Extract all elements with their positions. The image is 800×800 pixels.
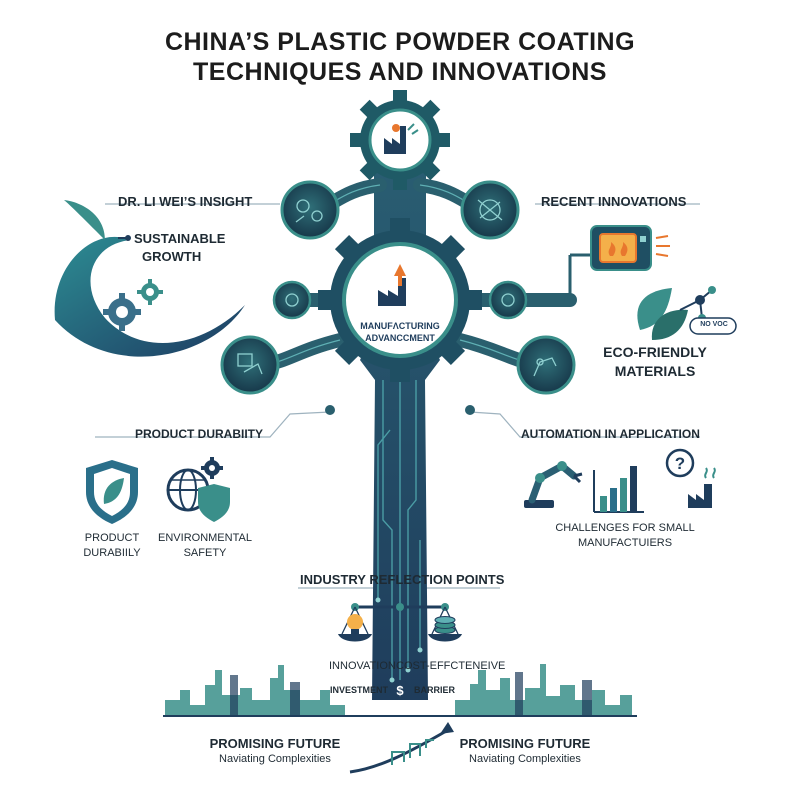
- eco-friendly-label: ECO-FRIENDLY MATERIALS: [590, 343, 720, 381]
- innovations-label: RECENT INNOVATIONS: [541, 194, 687, 209]
- eco-leaf-molecule-icon: [637, 286, 737, 340]
- dollar-coin-icon: [390, 680, 410, 700]
- sustainable-growth-wave-icon: [54, 200, 245, 357]
- challenges-caption-line-2: MANUFACTUIERS: [577, 537, 673, 549]
- node-circle-left-bottom: [220, 335, 280, 395]
- eco-friendly-line-1: ECO-FRIENDLY: [603, 344, 707, 360]
- footer-left: PROMISING FUTURE Naviating Complexities: [205, 736, 345, 765]
- label-lines: [95, 203, 700, 589]
- connector-node-icon: [564, 294, 576, 306]
- footer-left-title: PROMISING FUTURE: [209, 736, 341, 751]
- eco-friendly-line-2: MATERIALS: [614, 363, 696, 379]
- insight-label: DR. LI WEI’S INSIGHT: [118, 194, 253, 209]
- hub-label-line-1: MANUFΛCTURING: [360, 321, 440, 331]
- footer-right-subtitle: Naviating Complexities: [469, 753, 581, 765]
- node-circle-right-mid: [488, 280, 528, 320]
- robot-arm-icon: [524, 461, 583, 508]
- page-title-line-1: CHINA’S PLASTIC POWDER COATING: [164, 28, 636, 56]
- node-circle-left-top: [280, 180, 340, 240]
- product-durability-caption: PRODUCT DURABIILY: [70, 531, 154, 561]
- svg-text:?: ?: [675, 454, 685, 473]
- reflection-heading: INDUSTRY REFLECTION POINTS: [300, 572, 505, 587]
- sustainable-growth-line-2: GROWTH: [142, 249, 202, 264]
- innovation-label: INNOVATION: [329, 660, 396, 672]
- growth-arrow-icon: [349, 722, 454, 774]
- footer-right-title: PROMISING FUTURE: [459, 736, 591, 751]
- question-factory-icon: ?: [665, 448, 716, 508]
- bar-chart-icon: [593, 466, 644, 513]
- product-durability-caption-line-2: DURABIILY: [83, 547, 141, 559]
- lightbulb-icon: [347, 614, 363, 634]
- investment-label: INVESTMENT: [330, 685, 389, 695]
- environmental-safety-caption-line-2: SAFETY: [183, 547, 227, 559]
- dollar-symbol: $: [396, 683, 404, 698]
- product-durability-caption-line-1: PRODUCT: [84, 532, 140, 544]
- oven-icon: [590, 225, 670, 271]
- node-circle-right-top: [460, 180, 520, 240]
- environmental-safety-caption-line-1: ENVIRONMENTAL: [158, 532, 252, 544]
- cost-effective-label: COST-EFFCTENEIVE: [396, 660, 506, 672]
- hub-label-line-2: ADVANCCMENT: [365, 333, 435, 343]
- environmental-safety-caption: ENVIRONMENTAL SAFETY: [150, 531, 260, 561]
- top-gear-factory-icon: [350, 90, 450, 190]
- challenges-caption: CHALLENGES FOR SMALL MANUFACTUIERS: [540, 521, 710, 551]
- no-voc-badge: NO VOC: [700, 321, 728, 328]
- challenges-caption-line-1: CHALLENGES FOR SMALL: [555, 522, 695, 534]
- durability-label: PRODUCT DURABIITY: [135, 427, 263, 441]
- automation-label: AUTOMATION IN APPLICATION: [521, 427, 700, 441]
- sustainable-growth-line-1: SUSTAINABLE: [134, 231, 226, 246]
- node-circle-left-mid: [272, 280, 312, 320]
- page-title-line-2: TECHNIQUES AND INNOVATIONS: [193, 58, 607, 86]
- leaf-icon: [64, 200, 105, 240]
- balance-scale-icon: [338, 603, 462, 642]
- hub-label: MANUFΛCTURING ADVANCCMENT: [340, 320, 460, 344]
- coin-stack-icon: [434, 616, 456, 634]
- skyline-dark-icon: [230, 672, 592, 715]
- node-circle-right-bottom: [516, 335, 576, 395]
- footer-right: PROMISING FUTURE Naviating Complexities: [455, 736, 595, 765]
- footer-left-subtitle: Naviating Complexities: [219, 753, 331, 765]
- central-hub-gear: [318, 218, 482, 382]
- globe-shield-gear-icon: [166, 457, 230, 522]
- barrier-label: BARRIER: [414, 685, 456, 695]
- sustainable-growth-label: SUSTAINABLE GROWTH: [134, 230, 225, 266]
- gears-icon: [103, 279, 163, 331]
- shield-leaf-icon: [86, 460, 138, 524]
